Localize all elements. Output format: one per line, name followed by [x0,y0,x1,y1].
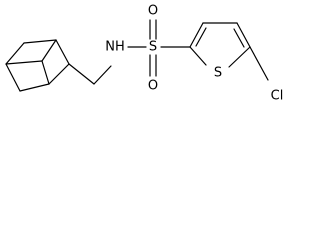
bond-bridge-3 [41,60,50,85]
bond-cage-1 [5,42,25,65]
oxygen-bottom-label: O [148,79,158,94]
bond-ch2-to-nh [93,65,112,85]
structure-canvas: NH S O O S Cl [0,0,297,122]
bond-c2-s [189,46,207,66]
nh-label: NH [105,40,125,55]
bond-c2-c3-double [195,27,207,47]
structure-drawing: NH S O O S Cl [5,4,284,104]
bond-c4-c5-double [233,28,245,48]
bond-ring-to-ch2 [68,63,95,85]
bond-cage-2 [23,39,57,44]
bond-cage-5 [19,83,50,92]
ring-s-label: S [214,66,222,81]
bond-cage-6 [5,63,21,92]
thiophene-ring [189,22,251,68]
oxygen-top-label: O [148,4,158,19]
sulfonyl-s-label: S [149,40,157,55]
chlorine-label: Cl [271,89,284,104]
bond-cage-4 [48,63,70,85]
bond-c5-s [228,46,251,68]
bond-c2-c3 [189,22,204,48]
bond-bridge-1 [5,60,43,65]
norbornane-cage [5,39,70,92]
bond-c4-c5 [236,22,251,48]
bond-c5-cl [249,46,269,81]
bond-cage-3 [55,39,70,65]
bond-bridge-2 [41,39,57,62]
